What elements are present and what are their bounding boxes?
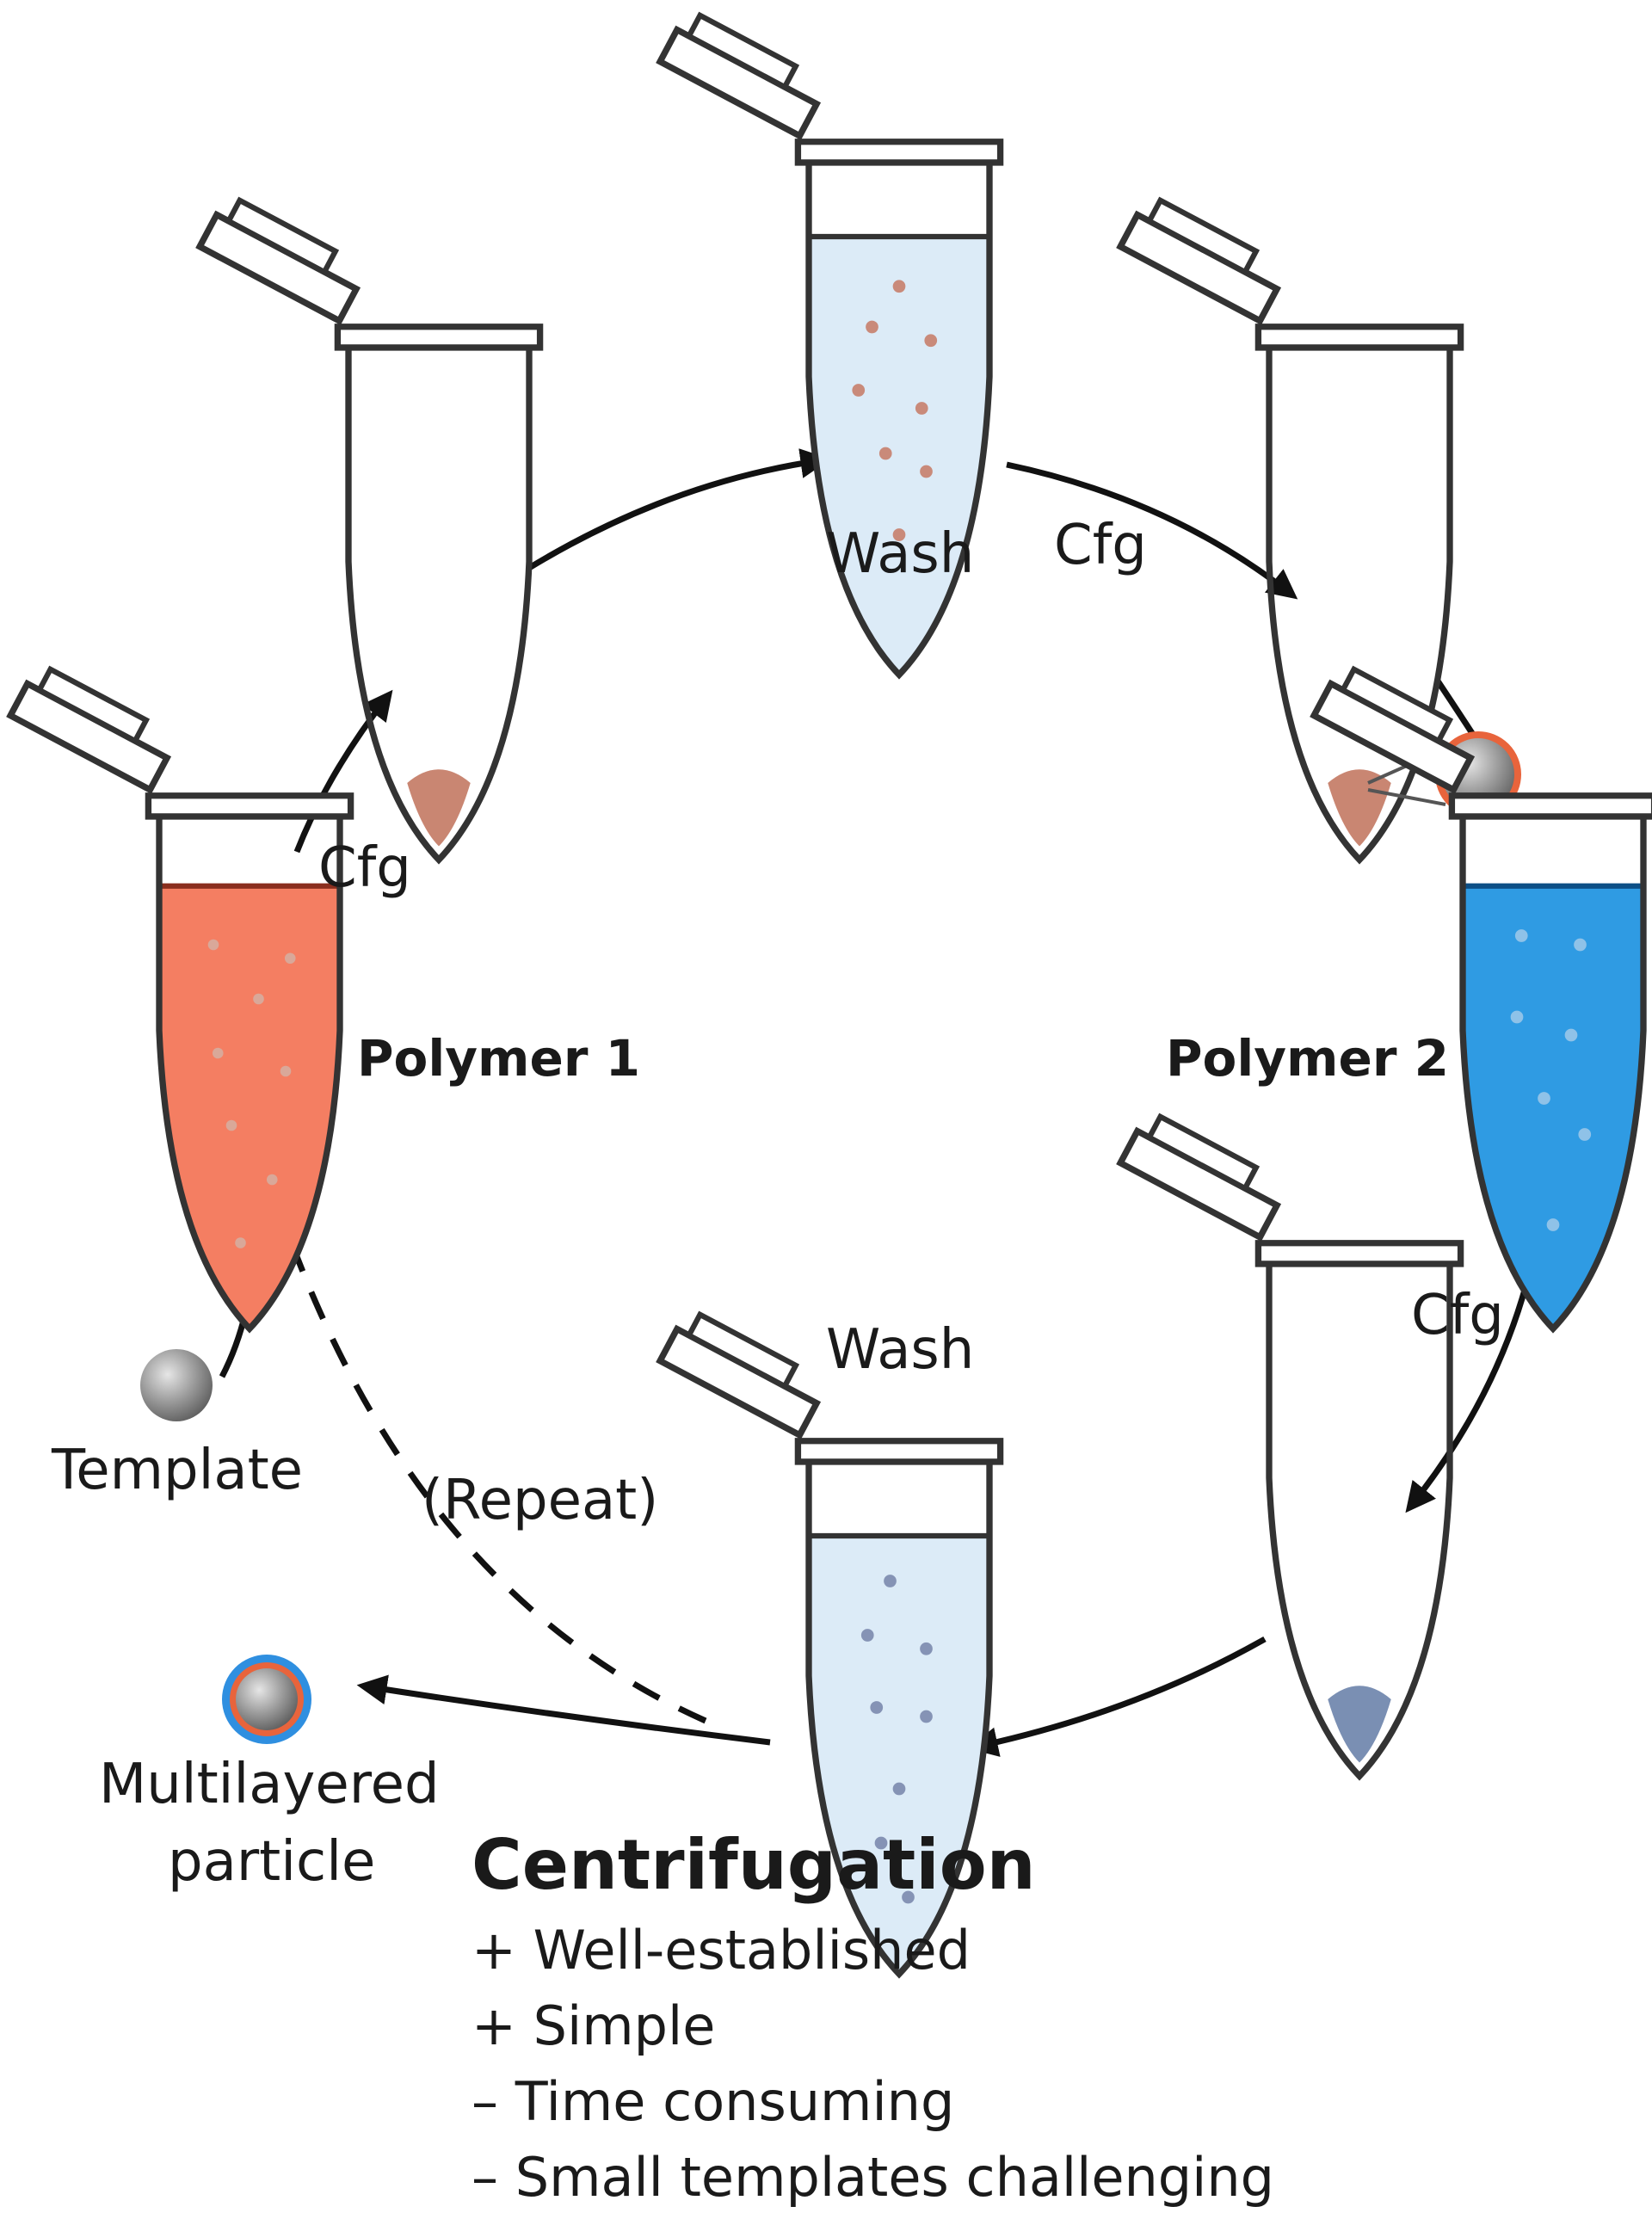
tube-polymer1 xyxy=(6,665,350,1329)
tube-cap xyxy=(1116,196,1282,325)
summary-point: – Small templates challenging xyxy=(472,2146,1274,2209)
tube-polymer2 xyxy=(1310,665,1652,1329)
template-particle-icon xyxy=(140,1349,213,1421)
label-wash-top: Wash xyxy=(826,522,974,586)
summary-point: + Simple xyxy=(472,1994,715,2057)
label-polymer1: Polymer 1 xyxy=(357,1029,640,1088)
arrow-wash-to-coated xyxy=(1006,461,1298,600)
label-template: Template xyxy=(51,1439,303,1502)
tube-cap xyxy=(656,1310,822,1439)
label-polymer2: Polymer 2 xyxy=(1166,1029,1449,1088)
summary-block: Centrifugation + Well-established + Simp… xyxy=(472,1825,1274,2209)
label-result-line2: particle xyxy=(168,1830,375,1894)
pellet-polymer2 xyxy=(1328,1686,1391,1763)
summary-title: Centrifugation xyxy=(472,1825,1036,1905)
wash-liquid-bottom xyxy=(809,1536,989,1975)
wash-liquid-top xyxy=(809,237,989,675)
tube-pellet-polymer1 xyxy=(195,196,539,860)
label-wash-bottom: Wash xyxy=(826,1318,974,1382)
label-cfg-left: Cfg xyxy=(318,836,411,900)
arrow-polymer1-to-pellet xyxy=(293,689,393,854)
arrow-pellet-to-wash xyxy=(527,448,831,570)
label-repeat: (Repeat) xyxy=(422,1469,658,1532)
summary-point: + Well-established xyxy=(472,1919,971,1982)
label-result-line1: Multilayered xyxy=(99,1753,440,1816)
pellet-polymer1 xyxy=(407,769,471,847)
arrow-repeat-dashed xyxy=(258,1161,707,1724)
tube-cap xyxy=(195,196,361,325)
polymer2-liquid xyxy=(1463,885,1643,1329)
tube-pellet-polymer2 xyxy=(1116,1113,1460,1776)
tube-wash-top xyxy=(656,11,1000,675)
multilayered-particle-icon xyxy=(222,1655,311,1744)
arrow-pellet2-to-wash2 xyxy=(967,1636,1267,1757)
tube-cap xyxy=(656,11,822,140)
summary-point: – Time consuming xyxy=(472,2070,954,2133)
label-cfg-top-right: Cfg xyxy=(1054,514,1147,577)
polymer1-liquid xyxy=(159,885,340,1329)
tube-cap xyxy=(1116,1113,1282,1242)
arrow-wash2-to-result xyxy=(356,1674,771,1746)
tube-cap xyxy=(6,665,172,794)
tube-coated-pellet xyxy=(1116,196,1460,860)
tube-wash-bottom xyxy=(656,1310,1000,1975)
label-cfg-right: Cfg xyxy=(1411,1284,1504,1347)
tube-cap xyxy=(1310,665,1476,794)
